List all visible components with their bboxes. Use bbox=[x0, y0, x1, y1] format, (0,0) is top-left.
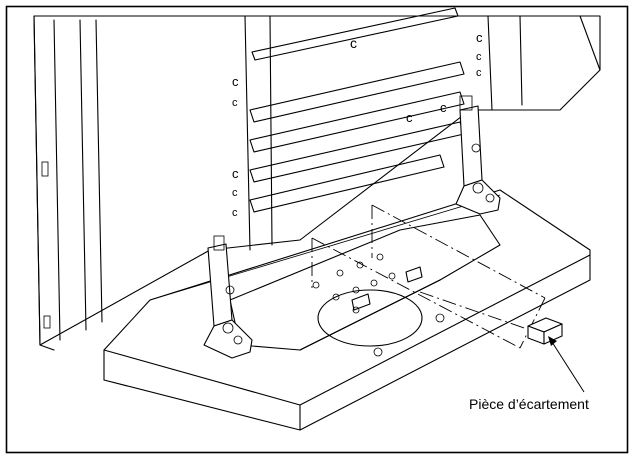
svg-text:c: c bbox=[406, 110, 413, 125]
screw-marks: c c c c c c c c c c c bbox=[232, 30, 483, 219]
svg-text:c: c bbox=[232, 97, 238, 109]
left-bracket bbox=[203, 235, 253, 359]
svg-text:c: c bbox=[232, 207, 238, 219]
alignment-lines bbox=[311, 204, 546, 349]
spacer-block bbox=[527, 317, 563, 345]
svg-text:c: c bbox=[440, 100, 447, 115]
svg-text:c: c bbox=[350, 35, 357, 51]
svg-text:c: c bbox=[476, 67, 482, 79]
stand-pedestal bbox=[229, 214, 501, 357]
callout-arrow bbox=[548, 336, 585, 393]
svg-text:c: c bbox=[232, 187, 238, 199]
right-bracket bbox=[455, 95, 501, 215]
svg-text:c: c bbox=[232, 166, 239, 181]
spacer-label: Pièce d’écartement bbox=[469, 396, 589, 412]
svg-text:c: c bbox=[476, 51, 482, 63]
svg-text:c: c bbox=[232, 74, 239, 89]
illustration-frame bbox=[5, 5, 629, 454]
monitor-panel bbox=[33, 15, 601, 351]
svg-text:c: c bbox=[476, 30, 483, 45]
